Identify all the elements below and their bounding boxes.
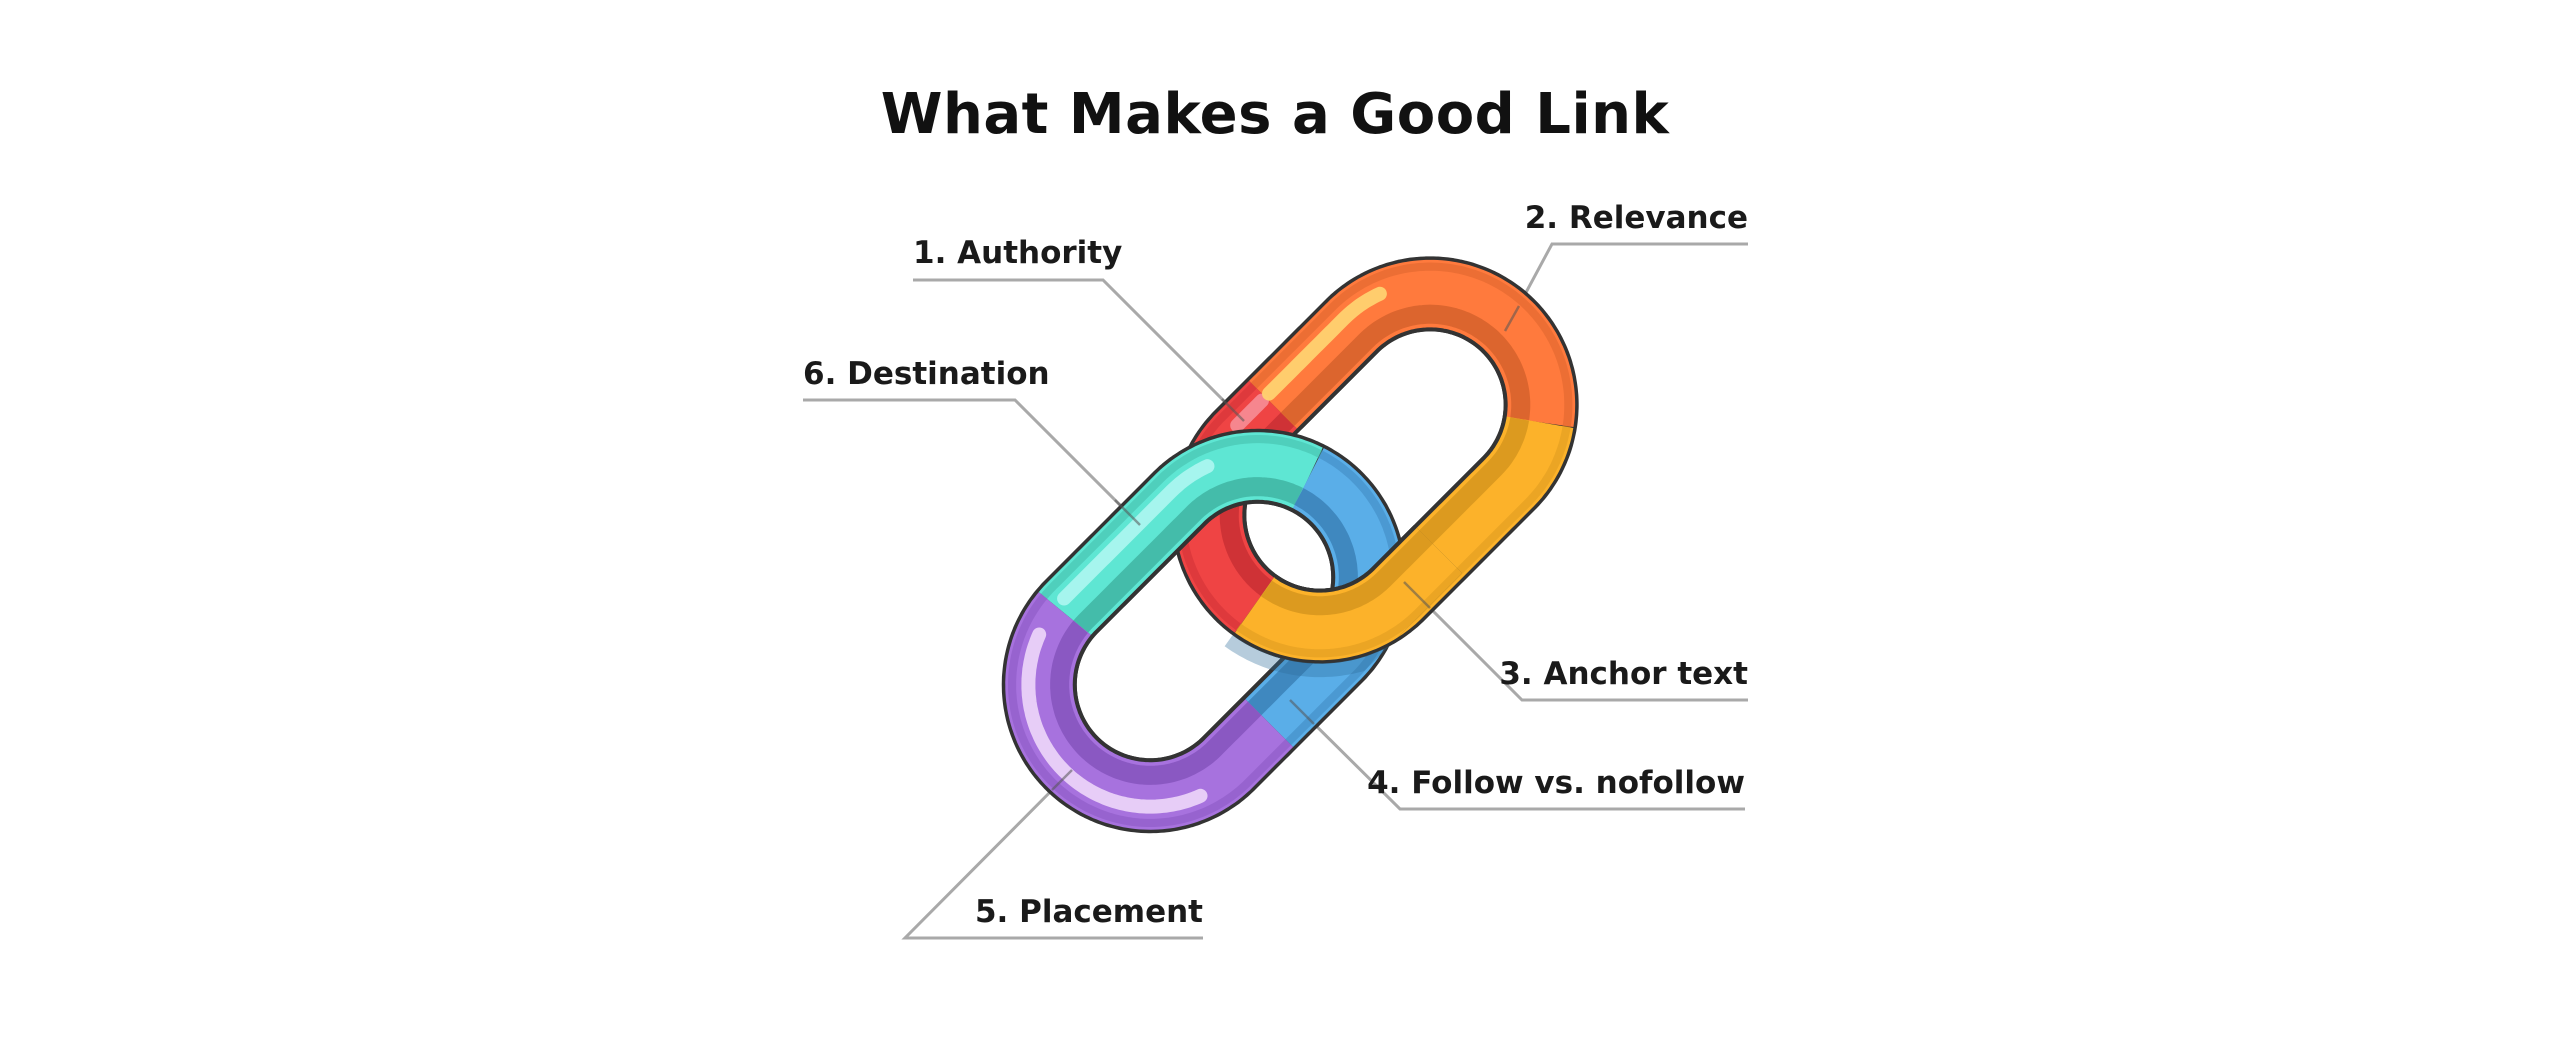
upper-link-highlight <box>1230 393 1269 433</box>
label-destination: 6. Destination <box>803 356 1050 392</box>
upper-link-inner-outline <box>1242 327 1508 593</box>
label-follow-vs-nofollow: 4. Follow vs. nofollow <box>1367 765 1745 801</box>
upper-link-shade-orange <box>1280 304 1531 427</box>
upper-link-segment-orange <box>1249 259 1576 429</box>
lower-link-rim-teal <box>1041 434 1323 599</box>
leader-ticks <box>1051 305 1521 791</box>
leader-tick-authority <box>1221 398 1245 422</box>
leader-line-follow-vs-nofollow <box>1288 698 1745 811</box>
label-anchor-text: 3. Anchor text <box>1499 656 1748 692</box>
label-authority: 1. Authority <box>913 235 1122 271</box>
leader-lines <box>803 242 1748 940</box>
lower-link-highlight <box>1021 627 1208 814</box>
lower-link-shade-purple <box>1050 620 1262 785</box>
leader-tick-relevance <box>1503 305 1521 332</box>
yellow-overlap-rim <box>1236 506 1463 658</box>
label-relevance: 2. Relevance <box>1525 200 1748 236</box>
yellow-overlap-segment <box>1235 466 1463 661</box>
leader-tick-follow-vs-nofollow <box>1289 699 1315 725</box>
factor-labels: 1. Authority 2. Relevance 3. Anchor text… <box>803 200 1748 930</box>
upper-link-highlight <box>1262 286 1387 401</box>
lower-link-rim-purple <box>1008 593 1292 828</box>
diagram-title: What Makes a Good Link <box>880 82 1670 147</box>
label-placement: 5. Placement <box>975 894 1203 930</box>
lower-link-highlight <box>1057 459 1215 606</box>
leader-tick-destination <box>1114 499 1141 526</box>
upper-link-rim-orange <box>1251 262 1573 428</box>
leader-line-anchor-text <box>1402 580 1748 702</box>
leader-tick-placement <box>1051 769 1073 791</box>
leader-line-destination <box>803 398 1137 522</box>
lower-link-shade-teal <box>1073 477 1304 633</box>
lower-link-segment-purple <box>1005 592 1294 830</box>
lower-link-segment-teal <box>1038 432 1323 636</box>
leader-line-placement <box>901 768 1203 940</box>
leader-line-authority <box>913 278 1242 419</box>
leader-tick-anchor-text <box>1403 581 1431 609</box>
